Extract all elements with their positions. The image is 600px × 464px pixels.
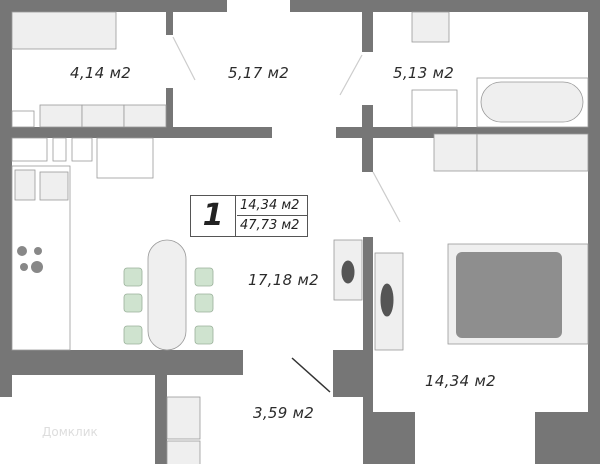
stove	[17, 246, 43, 273]
room-area-wardrobe: 4,14 м2	[70, 64, 132, 82]
balcony-door	[291, 357, 331, 393]
room-area-bedroom: 14,34 м2	[425, 372, 496, 390]
room-area-balcony: 3,59 м2	[253, 404, 315, 422]
chairs	[123, 267, 214, 345]
living-area: 14,34 м2	[237, 196, 307, 216]
watermark: Домклик	[42, 425, 98, 439]
door-swings	[172, 36, 401, 223]
room-area-hall: 5,17 м2	[228, 64, 290, 82]
bed-blanket	[456, 252, 562, 338]
apartment-info-box: 1 14,34 м2 47,73 м2	[190, 195, 308, 237]
lamps	[341, 260, 394, 317]
total-area: 47,73 м2	[240, 218, 300, 233]
rooms-count: 1	[191, 196, 236, 236]
room-area-kitchen-living: 17,18 м2	[248, 271, 319, 289]
room-area-bathroom: 5,13 м2	[393, 64, 455, 82]
